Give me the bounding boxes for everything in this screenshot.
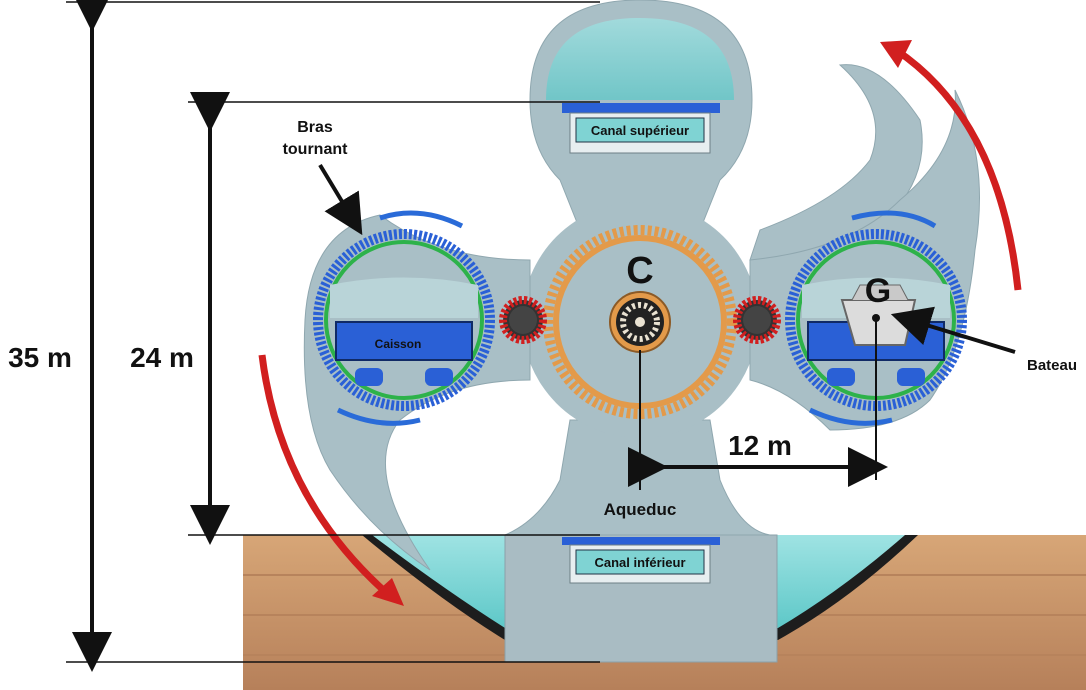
- red-rotation-arrows-icon: [258, 40, 1022, 606]
- dimension-12m: 12 m: [628, 430, 888, 487]
- dimension-35m: 35 m: [8, 0, 600, 672]
- aqueduct-pillar: [504, 534, 778, 663]
- left-gondola: Caisson: [313, 229, 547, 411]
- blue-rotation-arrows-icon: [336, 210, 937, 426]
- dimension-24m-label: 24 m: [130, 342, 194, 373]
- canal-inferieur: Canal inférieur: [562, 537, 720, 584]
- dimension-35m-label: 35 m: [8, 342, 72, 373]
- canal-superieur: Canal supérieur: [562, 103, 720, 154]
- dimension-24m: 24 m: [130, 92, 600, 545]
- canal-inferieur-label: Canal inférieur: [594, 555, 685, 570]
- aqueduc-label: Aqueduc: [604, 500, 677, 519]
- bateau-annotation: Bateau: [890, 306, 1077, 374]
- bras-label-line2: tournant: [283, 141, 349, 158]
- bras-tournant-annotation: Bras tournant: [283, 119, 363, 236]
- caisson-box: [335, 321, 473, 361]
- dimension-12m-label: 12 m: [728, 430, 792, 461]
- center-point-label: C: [626, 250, 653, 292]
- bras-label-line1: Bras: [297, 119, 333, 136]
- central-gear-icon: [543, 225, 737, 419]
- canal-superieur-label: Canal supérieur: [591, 123, 689, 138]
- gravity-point-label: G: [865, 272, 891, 310]
- caisson-label: Caisson: [375, 337, 422, 351]
- bateau-label: Bateau: [1027, 357, 1077, 374]
